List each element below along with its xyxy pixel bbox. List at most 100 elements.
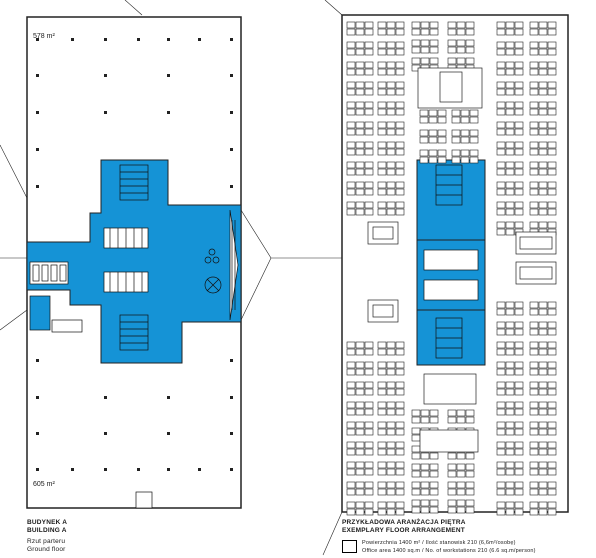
desk — [346, 41, 356, 49]
desk — [355, 408, 365, 416]
desk — [529, 181, 539, 189]
desk — [465, 39, 475, 47]
desk — [538, 68, 548, 76]
desk — [505, 21, 515, 29]
desk — [364, 161, 374, 169]
desk — [496, 428, 506, 436]
desk — [496, 421, 506, 429]
desk — [364, 141, 374, 149]
desk — [538, 508, 548, 516]
desk — [529, 328, 539, 336]
desk — [496, 128, 506, 136]
desk — [505, 228, 515, 236]
desk — [456, 481, 466, 489]
desk — [364, 28, 374, 36]
desk — [505, 428, 515, 436]
desk — [386, 388, 396, 396]
desk — [529, 468, 539, 476]
desk — [465, 506, 475, 514]
desk — [505, 161, 515, 169]
desk — [364, 121, 374, 129]
desk — [429, 506, 439, 514]
desk — [456, 506, 466, 514]
desk — [355, 148, 365, 156]
desk — [451, 109, 461, 117]
desk — [395, 161, 405, 169]
desk — [514, 48, 524, 56]
desk — [355, 28, 365, 36]
desk — [411, 427, 421, 435]
desk — [355, 448, 365, 456]
desk — [419, 116, 429, 124]
desk — [346, 121, 356, 129]
desk — [496, 468, 506, 476]
desk — [437, 149, 447, 157]
desk — [395, 21, 405, 29]
desk — [456, 21, 466, 29]
desk — [364, 421, 374, 429]
desk — [355, 481, 365, 489]
desk — [346, 341, 356, 349]
desk — [529, 388, 539, 396]
desk — [505, 208, 515, 216]
desk — [547, 341, 557, 349]
desk — [529, 381, 539, 389]
desk — [364, 108, 374, 116]
desk — [447, 481, 457, 489]
desk — [355, 461, 365, 469]
desk — [538, 41, 548, 49]
desk — [496, 88, 506, 96]
desk — [420, 481, 430, 489]
desk — [411, 409, 421, 417]
desk — [514, 88, 524, 96]
desk — [420, 409, 430, 417]
desk — [447, 463, 457, 471]
desk — [505, 341, 515, 349]
desk — [460, 129, 470, 137]
desk — [364, 501, 374, 509]
desk — [456, 499, 466, 507]
desk — [496, 168, 506, 176]
desk — [355, 101, 365, 109]
desk — [496, 308, 506, 316]
desk — [377, 181, 387, 189]
desk — [377, 481, 387, 489]
desk — [377, 488, 387, 496]
desk — [364, 381, 374, 389]
desk — [395, 188, 405, 196]
desk — [355, 368, 365, 376]
desk — [505, 48, 515, 56]
desk — [529, 68, 539, 76]
desk — [465, 488, 475, 496]
desk — [364, 428, 374, 436]
desk — [386, 188, 396, 196]
desk — [505, 368, 515, 376]
desk — [505, 361, 515, 369]
desk — [355, 121, 365, 129]
desk — [538, 181, 548, 189]
building-label-en: BUILDING A — [27, 527, 67, 534]
desk — [395, 28, 405, 36]
desk — [451, 129, 461, 137]
desk — [386, 428, 396, 436]
desk — [514, 301, 524, 309]
desk — [377, 508, 387, 516]
desk — [451, 149, 461, 157]
desk — [395, 201, 405, 209]
desk — [420, 470, 430, 478]
desk — [377, 448, 387, 456]
desk — [411, 481, 421, 489]
desk — [377, 41, 387, 49]
desk — [437, 129, 447, 137]
desk — [355, 141, 365, 149]
desk — [538, 168, 548, 176]
desk — [346, 508, 356, 516]
desk — [355, 181, 365, 189]
desk — [514, 181, 524, 189]
desk — [469, 109, 479, 117]
desk — [364, 41, 374, 49]
desk — [346, 88, 356, 96]
desk — [538, 421, 548, 429]
desk — [547, 348, 557, 356]
desk — [529, 101, 539, 109]
